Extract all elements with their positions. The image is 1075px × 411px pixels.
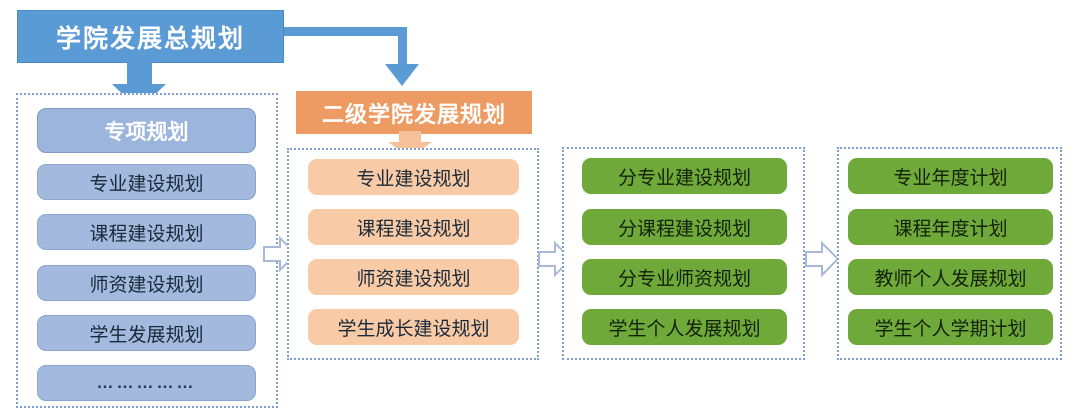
item-label: 师资建设规划: [356, 268, 471, 290]
item-special-planning-0[interactable]: 专项规划: [37, 108, 256, 153]
connector-master-to-branch-vertical: [398, 27, 407, 67]
item-sub-planning-0[interactable]: 分专业建设规划: [582, 158, 787, 194]
item-annual-plan-2[interactable]: 教师个人发展规划: [848, 259, 1053, 295]
connector-master-to-branch-arrowhead-icon: [385, 64, 419, 86]
item-label: 分专业师资规划: [617, 268, 751, 290]
item-sub-planning-3[interactable]: 学生个人发展规划: [582, 309, 787, 345]
item-label: 课程建设规划: [356, 218, 471, 240]
item-annual-plan-1[interactable]: 课程年度计划: [848, 209, 1053, 245]
item-label: 专业建设规划: [356, 168, 471, 190]
branch-title-box: 二级学院发展规划: [296, 91, 532, 134]
item-label: 分专业建设规划: [617, 167, 751, 189]
connector-master-to-special-stem: [127, 62, 152, 86]
item-special-planning-3[interactable]: 师资建设规划: [37, 265, 256, 301]
item-special-planning-1[interactable]: 专业建设规划: [37, 164, 256, 200]
item-sub-planning-1[interactable]: 分课程建设规划: [582, 209, 787, 245]
item-label: 学生发展规划: [89, 324, 204, 346]
item-annual-plan-0[interactable]: 专业年度计划: [848, 158, 1053, 194]
connector-master-to-branch-horizontal: [284, 27, 407, 36]
item-special-planning-2[interactable]: 课程建设规划: [37, 214, 256, 250]
item-special-planning-5[interactable]: ……………: [37, 365, 256, 401]
item-label: 学生成长建设规划: [337, 318, 490, 340]
item-label-ellipsis: ……………: [96, 373, 197, 392]
item-label: 专项规划: [104, 120, 189, 144]
item-sub-planning-2[interactable]: 分专业师资规划: [582, 259, 787, 295]
item-annual-plan-3[interactable]: 学生个人学期计划: [848, 309, 1053, 345]
item-label: 专业建设规划: [89, 173, 204, 195]
item-label: 课程建设规划: [89, 223, 204, 245]
item-branch-college-2[interactable]: 师资建设规划: [308, 259, 519, 295]
item-label: 教师个人发展规划: [874, 268, 1027, 290]
item-branch-college-0[interactable]: 专业建设规划: [308, 159, 519, 195]
branch-title-label: 二级学院发展规划: [321, 101, 506, 127]
item-label: 师资建设规划: [89, 274, 204, 296]
master-title-label: 学院发展总规划: [55, 24, 245, 53]
item-branch-college-3[interactable]: 学生成长建设规划: [308, 309, 519, 345]
item-special-planning-4[interactable]: 学生发展规划: [37, 315, 256, 351]
master-title-box: 学院发展总规划: [17, 10, 284, 63]
item-label: 学生个人学期计划: [874, 318, 1027, 340]
connector-sub-to-annual-chevron-icon: [805, 238, 839, 280]
connector-branch-header-stem: [399, 131, 421, 143]
item-label: 学生个人发展规划: [608, 318, 761, 340]
item-label: 课程年度计划: [893, 218, 1008, 240]
item-label: 分课程建设规划: [617, 218, 751, 240]
item-branch-college-1[interactable]: 课程建设规划: [308, 209, 519, 245]
item-label: 专业年度计划: [893, 167, 1008, 189]
